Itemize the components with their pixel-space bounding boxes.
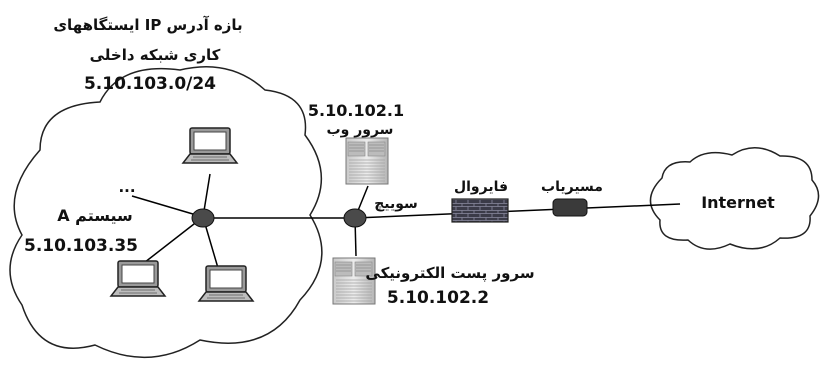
- workstation-ellipsis: ...: [118, 178, 135, 196]
- internal-range-line2: کاری شبکه داخلی: [90, 46, 221, 64]
- internet-label: Internet: [701, 193, 775, 212]
- mail-server-label: سرور پست الکترونیکی: [365, 264, 534, 283]
- web-server-label: سرور وب: [327, 122, 394, 138]
- internal-range-line1: بازه آدرس IP ایستگاههای: [53, 16, 242, 34]
- link-hub-dots: [131, 195, 204, 218]
- internet-cloud: [649, 147, 820, 250]
- web-server-icon: [345, 137, 389, 185]
- firewall-icon: [451, 198, 509, 223]
- firewall-label: فایروال: [454, 179, 508, 195]
- router-icon: [552, 198, 588, 217]
- switch-node: [343, 208, 367, 228]
- workstation-laptop-bottom: [198, 265, 254, 302]
- switch-label: سوییچ: [374, 196, 418, 212]
- workstation-laptop-left: [110, 260, 166, 297]
- workstation-laptop-top: [182, 127, 238, 164]
- link-switch-internet: [354, 203, 681, 219]
- web-server-ip: 5.10.102.1: [308, 101, 404, 120]
- internal-hub: [191, 208, 215, 228]
- link-hub-laptop-left: [139, 216, 204, 267]
- router-label: مسیریاب: [541, 179, 603, 195]
- internal-range-cidr: 5.10.103.0/24: [84, 74, 216, 94]
- mail-server-ip: 5.10.102.2: [387, 288, 489, 308]
- system-a-label: سیستم A: [57, 206, 133, 225]
- system-a-ip: 5.10.103.35: [24, 236, 138, 256]
